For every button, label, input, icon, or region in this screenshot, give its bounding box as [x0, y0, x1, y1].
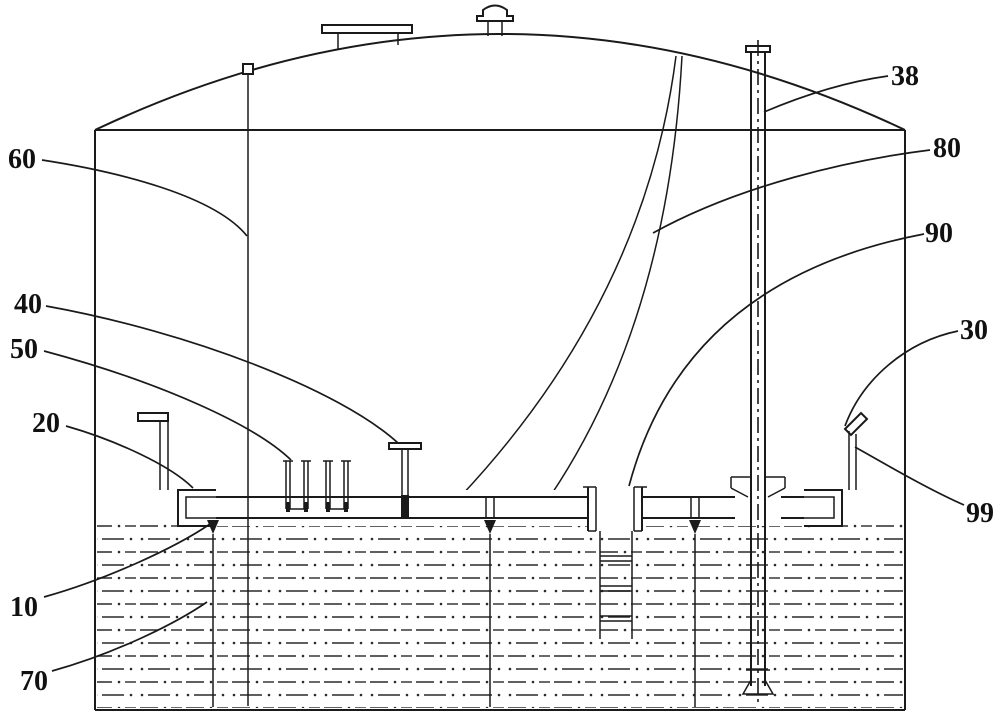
- sleeve-1-pin-right: [304, 502, 308, 512]
- roof-vent-pipe: [487, 21, 503, 36]
- leader-38: [763, 75, 889, 113]
- deck-plate: [178, 490, 842, 526]
- tank-dome: [94, 33, 906, 131]
- sleeve-1-pin-left: [286, 502, 290, 512]
- leader-30: [844, 330, 959, 427]
- leader-99: [854, 446, 965, 506]
- deck-rim-left: [177, 489, 216, 527]
- support-leg-3: [689, 497, 701, 707]
- gauge-pole-seal: [401, 495, 409, 519]
- sleeve-1-body: [283, 460, 311, 510]
- label-50: 50: [10, 334, 38, 365]
- label-10: 10: [10, 592, 38, 623]
- label-80: 80: [933, 133, 961, 164]
- sleeve-2-body: [323, 460, 351, 510]
- floating-deck: [177, 489, 843, 527]
- leg-2-sleeve: [485, 497, 495, 518]
- sleeve-2-pin-right: [344, 502, 348, 512]
- standpipe-walls: [750, 52, 766, 686]
- support-leg-1: [207, 520, 219, 707]
- ladder-rungs: [600, 555, 632, 622]
- tank-shell: [94, 33, 906, 711]
- leg-3-sleeve: [690, 497, 700, 518]
- roof-vent: [476, 4, 514, 36]
- hatch-inner-walls: [583, 486, 647, 532]
- reference-labels: 38 80 90 30 99 60 40 50 20 10 70: [8, 61, 994, 697]
- hanging-cable: [459, 55, 683, 498]
- deck-rim-right-inner: [804, 496, 835, 519]
- standpipe-foot: [741, 679, 775, 695]
- deck-support-sleeve-2: [323, 460, 351, 512]
- deck-rim-right: [804, 489, 843, 527]
- roof-manhole-legs: [337, 33, 399, 50]
- deck-rim-left-inner: [185, 496, 216, 519]
- bracket-left-strap: [159, 421, 169, 490]
- guide-line: [242, 63, 254, 706]
- leader-90: [628, 233, 925, 487]
- bracket-left-plate: [137, 412, 169, 422]
- label-99: 99: [966, 498, 994, 529]
- leader-80: [652, 149, 931, 234]
- label-70: 70: [20, 666, 48, 697]
- leader-60: [41, 159, 248, 237]
- label-90: 90: [925, 218, 953, 249]
- label-20: 20: [32, 408, 60, 439]
- gauge-pole-stem: [401, 449, 409, 495]
- hanger-bracket-left: [137, 412, 169, 490]
- label-60: 60: [8, 144, 36, 175]
- leg-1-anchor: [207, 520, 219, 534]
- deck-hatch: [583, 486, 647, 532]
- cable-left-curve: [459, 55, 677, 498]
- gauge-pole-tbar: [388, 442, 422, 450]
- leg-2-anchor: [484, 520, 496, 534]
- leader-20: [65, 425, 194, 489]
- deck-support-sleeve-1: [283, 460, 311, 512]
- sleeve-2-pin-left: [326, 502, 330, 512]
- liquid-fill: [97, 519, 903, 708]
- roof-manhole-cover: [321, 24, 413, 34]
- guide-line-anchor: [242, 63, 254, 75]
- deck-ladder: [599, 531, 633, 639]
- leader-lines: [41, 75, 965, 672]
- leader-50: [43, 350, 292, 461]
- leader-40: [45, 305, 399, 444]
- hanger-bracket-right: [843, 411, 869, 490]
- hatch-interior: [589, 487, 641, 531]
- standpipe-deck-flange: [730, 476, 786, 498]
- roof-manhole: [321, 24, 413, 50]
- standpipe: [730, 40, 786, 702]
- label-30: 30: [960, 315, 988, 346]
- bracket-right-strap: [848, 431, 857, 490]
- leader-10: [43, 523, 211, 598]
- leader-70: [51, 601, 208, 672]
- cable-right-curve: [550, 55, 683, 496]
- leg-3-anchor: [689, 520, 701, 534]
- label-40: 40: [14, 289, 42, 320]
- deck-gauge-pole: [388, 442, 422, 519]
- label-38: 38: [891, 61, 919, 92]
- roof-vent-cap: [476, 4, 514, 22]
- support-leg-2: [484, 497, 496, 707]
- hatch-outer-walls: [587, 487, 643, 531]
